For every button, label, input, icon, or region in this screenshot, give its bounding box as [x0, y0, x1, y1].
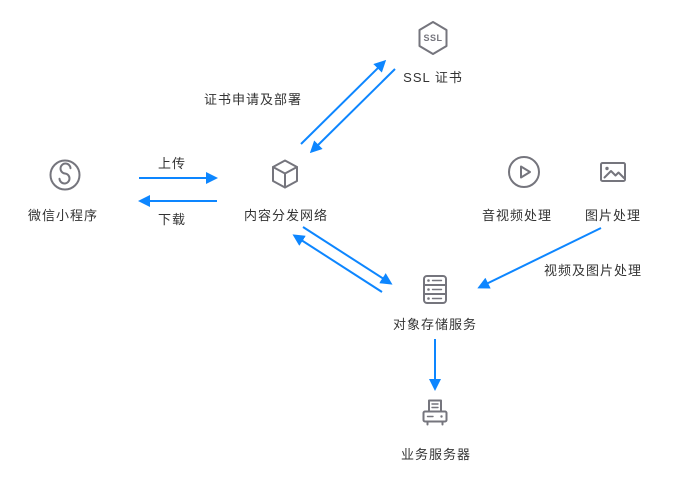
ssl-badge-text: SSL [423, 33, 443, 43]
img-node-label: 图片处理 [584, 208, 642, 223]
server-node-label: 业务服务器 [400, 447, 472, 462]
storage-node-label: 对象存储服务 [392, 317, 478, 332]
edge-cdn-to-storage-arrow [302, 226, 393, 285]
ssl-node-label: SSL 证书 [403, 70, 463, 85]
edge-media-to-storage-arrow [477, 227, 602, 289]
av-node-label: 音视频处理 [481, 208, 553, 223]
upload-edge-label: 上传 [157, 156, 187, 171]
image-icon [594, 153, 632, 196]
wechat-node-label: 微信小程序 [27, 208, 99, 223]
download-edge-label: 下载 [157, 212, 187, 227]
cert-edge-label: 证书申请及部署 [203, 92, 303, 107]
media-edge-label: 视频及图片处理 [543, 263, 643, 278]
edge-cert-to-ssl-arrow [300, 59, 387, 145]
edge-cert-to-cdn-arrow [309, 68, 396, 154]
cdn-icon [266, 156, 304, 199]
wechat-miniprogram-icon [47, 157, 83, 198]
business-server-icon [416, 395, 454, 438]
server-stack-icon [416, 271, 454, 314]
play-circle-icon [505, 153, 543, 196]
edge-storage-to-cdn-arrow [292, 234, 383, 293]
ssl-hexagon-icon [413, 18, 453, 63]
cdn-node-label: 内容分发网络 [243, 208, 329, 223]
